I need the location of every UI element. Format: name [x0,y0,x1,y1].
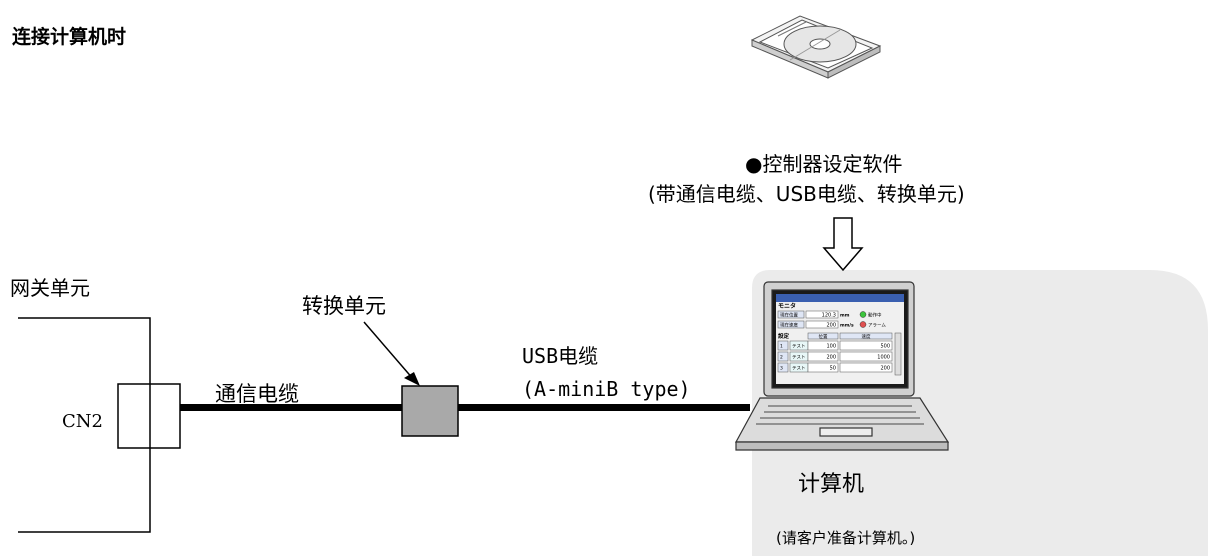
screen-col-header: 位置 [819,333,828,340]
cn2-label: CN2 [62,411,103,432]
screen-row-name: テスト [792,344,806,350]
screen-row-no: 2 [780,355,783,361]
screen-row-pos: 50 [830,366,836,372]
screen-row-speed: 1000 [877,355,890,361]
screen-monitor-label: 現在速度 [780,322,798,329]
computer-note: (请客户准备计算机。) [776,529,916,547]
page-title: 连接计算机时 [12,26,127,48]
screen-status-lamp-icon [859,311,867,318]
screen-row-no-box [777,340,789,351]
screen-status-text: アラーム [868,323,886,329]
screen-status-text: 動作中 [868,312,882,319]
converter-label: 转换单元 [302,294,386,318]
screen-row-pos-box [807,340,839,351]
screen-monitor-value-box [805,310,839,319]
cd-rom-icon [750,15,882,79]
screen-row-pos-box [807,362,839,373]
screen-monitor-unit: mm [840,314,850,319]
usb-cable-line [458,404,750,411]
screen-monitor-value: 200 [826,323,836,329]
software-contents: (带通信电缆、USB电缆、转换单元) [648,182,965,206]
screen-monitor-label-box [777,320,805,329]
screen-row-no: 1 [780,344,783,350]
screen-row-no-box [777,351,789,362]
screen-monitor-value: 120.3 [822,313,836,319]
usb-cable-label: USB电缆 [522,344,599,368]
usb-cable-type: (A-miniB type) [522,377,691,401]
screen-scrollbar [894,332,902,376]
cn2-connector [117,383,181,449]
screen-row-no: 3 [780,366,783,372]
screen-row-speed: 500 [880,344,890,350]
comm-cable-label: 通信电缆 [215,382,299,406]
computer-label: 计算机 [798,472,865,497]
converter-pointer [363,321,415,381]
gateway-label: 网关单元 [10,276,90,300]
screen-row-pos-box [807,351,839,362]
screen-col-header: 速度 [862,333,871,340]
screen-row-speed-box [839,340,893,351]
comm-cable-line [180,404,402,411]
screen-status-lamp-icon [859,321,867,328]
screen-row-pos: 100 [826,344,836,350]
converter-box [401,385,459,437]
screen-row-speed: 200 [880,366,890,372]
screen-row-speed-box [839,351,893,362]
screen-row-name: テスト [792,366,806,372]
screen-row-no-box [777,362,789,373]
software-title: ●控制器设定软件 [745,152,903,176]
screen-monitor-label-box [777,310,805,319]
screen-row-pos: 200 [826,355,836,361]
screen-settings-title: 設定 [778,332,790,340]
screen-col-header-box [807,332,839,340]
screen-monitor-value-box [805,320,839,329]
screen-monitor-unit: mm/s [840,323,854,329]
down-arrow-icon [822,217,864,272]
screen-col-header-box [839,332,893,340]
screen-row-name: テスト [792,355,806,361]
screen-row-speed-box [839,362,893,373]
screen-title: モニタ [778,302,796,310]
screen-monitor-label: 現在位置 [780,312,798,319]
